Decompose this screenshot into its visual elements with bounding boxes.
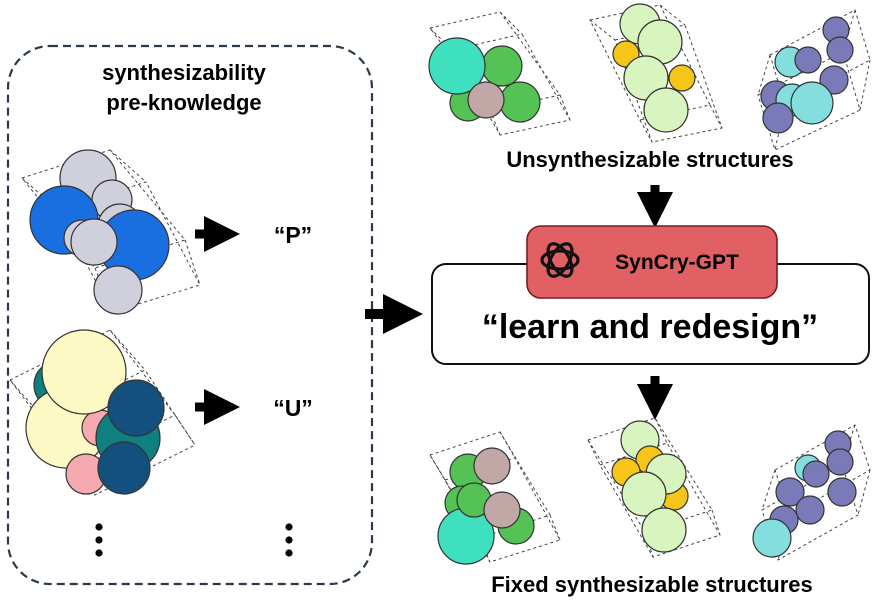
atom-sphere	[752, 518, 792, 558]
openai-knot-icon	[540, 242, 580, 278]
panel-title-line2: pre-knowledge	[106, 90, 261, 115]
fixed-structure-1	[429, 431, 561, 565]
fixed-structure-2	[587, 417, 721, 558]
atom-sphere	[826, 36, 854, 64]
crystal-structure-u	[9, 329, 196, 496]
atom-sphere	[428, 37, 486, 95]
atom-sphere	[93, 265, 143, 315]
model-tagline: “learn and redesign”	[482, 308, 818, 346]
fixed-label: Fixed synthesizable structures	[491, 572, 813, 597]
atom-sphere	[668, 64, 696, 92]
atom-sphere	[794, 46, 822, 74]
atom-sphere	[775, 477, 805, 507]
unsynth-structure-1	[428, 11, 571, 136]
unsynth-structure-3	[757, 9, 871, 151]
model-badge	[526, 225, 778, 299]
vertical-ellipsis-icon	[285, 523, 293, 557]
atom-sphere	[826, 448, 854, 476]
atom-sphere	[802, 460, 830, 488]
atom-sphere	[795, 495, 825, 525]
panel-title-line1: synthesizability	[102, 60, 267, 85]
atom-sphere	[819, 65, 849, 95]
atom-sphere	[70, 218, 118, 266]
atom-sphere	[41, 329, 127, 415]
atom-sphere	[827, 477, 857, 507]
atom-sphere	[97, 441, 151, 495]
unsynth-structure-2	[589, 3, 723, 143]
atom-sphere	[107, 379, 165, 437]
atom-sphere	[621, 471, 667, 517]
label-u: “U”	[273, 395, 313, 421]
atom-sphere	[473, 447, 511, 485]
atom-sphere	[762, 102, 794, 134]
atom-sphere	[499, 81, 541, 123]
crystal-structure-p	[21, 149, 201, 315]
atom-sphere	[790, 81, 834, 125]
vertical-ellipsis-icon	[95, 523, 103, 557]
label-p: “P”	[274, 222, 312, 248]
atom-sphere	[481, 45, 523, 87]
atom-sphere	[483, 491, 521, 529]
pre-knowledge-panel	[6, 44, 374, 586]
atom-sphere	[643, 87, 689, 133]
unit-cell-frame	[589, 4, 723, 143]
fixed-structure-3	[752, 424, 871, 561]
unsynth-label: Unsynthesizable structures	[506, 147, 793, 172]
atom-sphere	[641, 507, 687, 553]
model-name: SynCry-GPT	[615, 251, 739, 274]
atom-sphere	[467, 81, 505, 119]
